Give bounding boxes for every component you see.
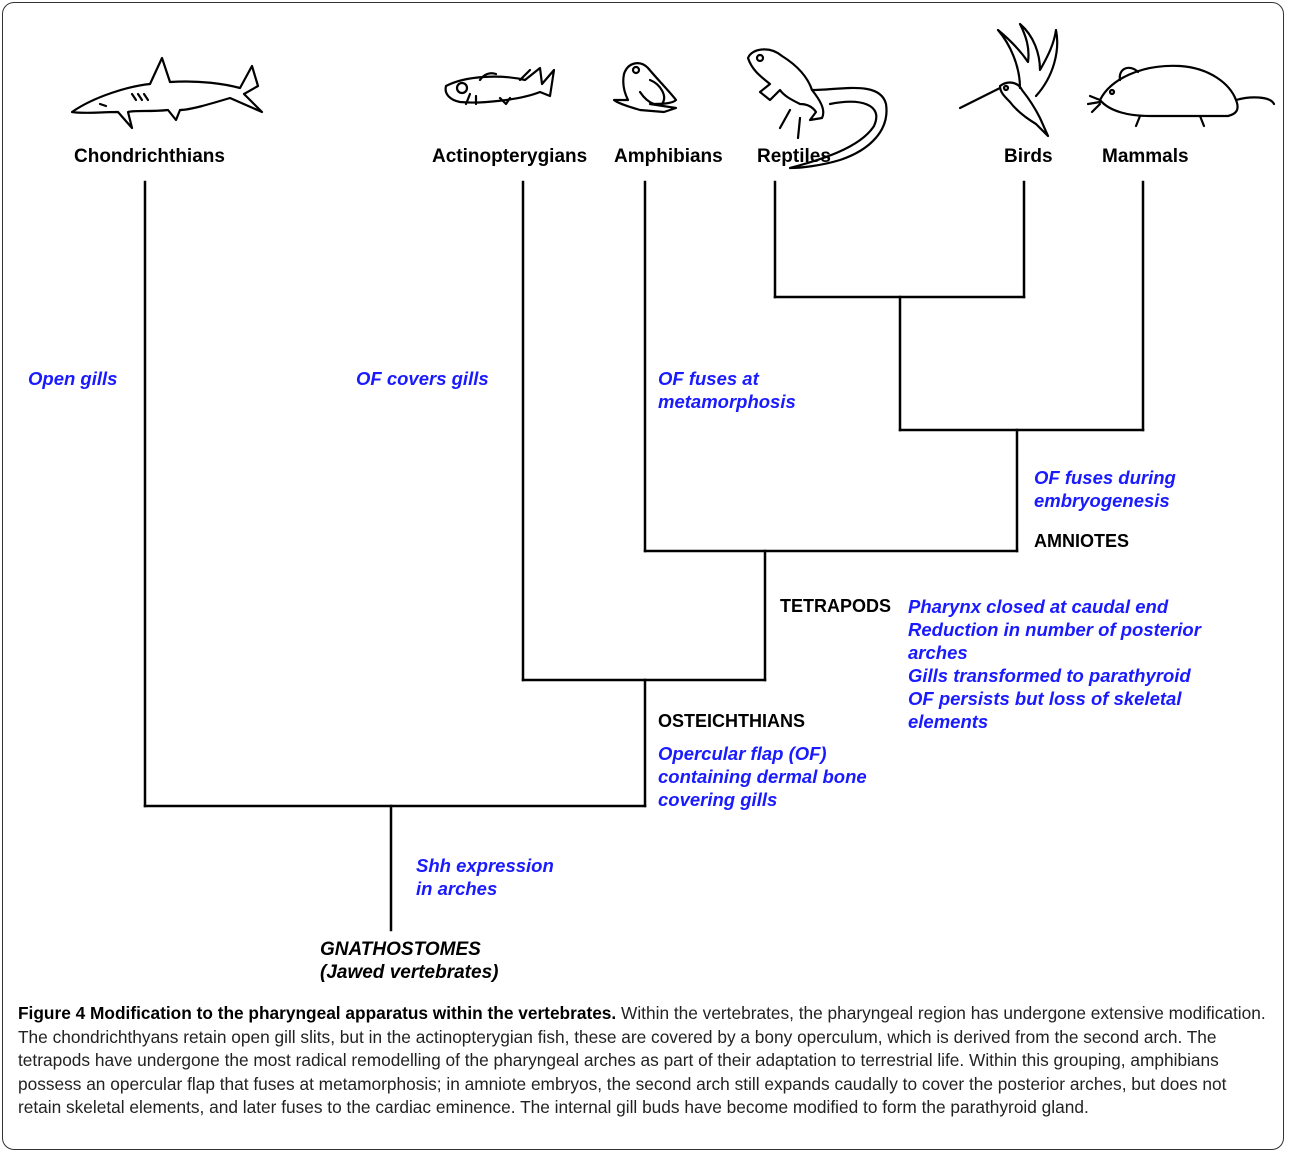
lizard-icon — [746, 48, 888, 170]
taxon-mammals: Mammals — [1102, 146, 1189, 167]
trait-line: Opercular flap (OF) — [658, 743, 827, 764]
trait-opercular-flap: Opercular flap (OF) containing dermal bo… — [658, 742, 867, 811]
shark-icon — [70, 56, 264, 130]
trait-open-gills: Open gills — [28, 367, 117, 390]
trait-tetrapod-list: Pharynx closed at caudal end Reduction i… — [908, 595, 1201, 733]
hummingbird-icon — [958, 22, 1059, 138]
taxon-actinopterygians: Actinopterygians — [432, 146, 588, 167]
trait-line: Reduction in number of posterior — [908, 619, 1201, 640]
trait-line: containing dermal bone — [658, 766, 867, 787]
taxon-reptiles: Reptiles — [757, 146, 831, 167]
trait-line: Pharynx closed at caudal end — [908, 596, 1169, 617]
trait-line: metamorphosis — [658, 391, 796, 412]
clade-osteichthians: OSTEICHTHIANS — [658, 711, 806, 731]
taxon-birds: Birds — [1004, 146, 1053, 167]
trait-shh-expression: Shh expression in arches — [416, 854, 554, 900]
trait-of-fuses-embryogenesis: OF fuses during embryogenesis — [1034, 466, 1176, 512]
trait-line: covering gills — [658, 789, 778, 810]
trait-line: OF covers gills — [356, 368, 489, 389]
trait-line: arches — [908, 642, 968, 663]
clade-gnathostomes: GNATHOSTOMES (Jawed vertebrates) — [320, 938, 498, 984]
clade-tetrapods: TETRAPODS — [780, 596, 892, 616]
clade-gnathostomes-line-2: (Jawed vertebrates) — [320, 962, 499, 983]
trait-of-covers-gills: OF covers gills — [356, 367, 489, 390]
trait-line: Gills transformed to parathyroid — [908, 665, 1191, 686]
trait-line: elements — [908, 711, 989, 732]
trait-line: OF fuses during — [1034, 467, 1176, 488]
taxon-amphibians: Amphibians — [614, 146, 723, 167]
figure-caption: Figure 4 Modification to the pharyngeal … — [18, 1002, 1274, 1120]
trait-line: OF fuses at — [658, 368, 759, 389]
trait-line: in arches — [416, 878, 498, 899]
taxon-chondrichthians: Chondrichthians — [74, 146, 225, 167]
clade-gnathostomes-line-1: GNATHOSTOMES — [320, 939, 481, 960]
phylogenetic-tree — [70, 22, 1276, 932]
frog-icon — [612, 62, 678, 114]
trait-line: Open gills — [28, 368, 118, 389]
trait-line: Shh expression — [416, 855, 554, 876]
trait-of-fuses-metamorphosis: OF fuses at metamorphosis — [658, 367, 796, 413]
trait-line: OF persists but loss of skeletal — [908, 688, 1182, 709]
caption-body: Within the vertebrates, the pharyngeal r… — [18, 1003, 1266, 1117]
caption-title: Figure 4 Modification to the pharyngeal … — [18, 1003, 617, 1023]
trait-line: embryogenesis — [1034, 490, 1170, 511]
fish-icon — [444, 66, 556, 106]
mouse-icon — [1086, 64, 1276, 128]
clade-amniotes: AMNIOTES — [1034, 531, 1130, 551]
